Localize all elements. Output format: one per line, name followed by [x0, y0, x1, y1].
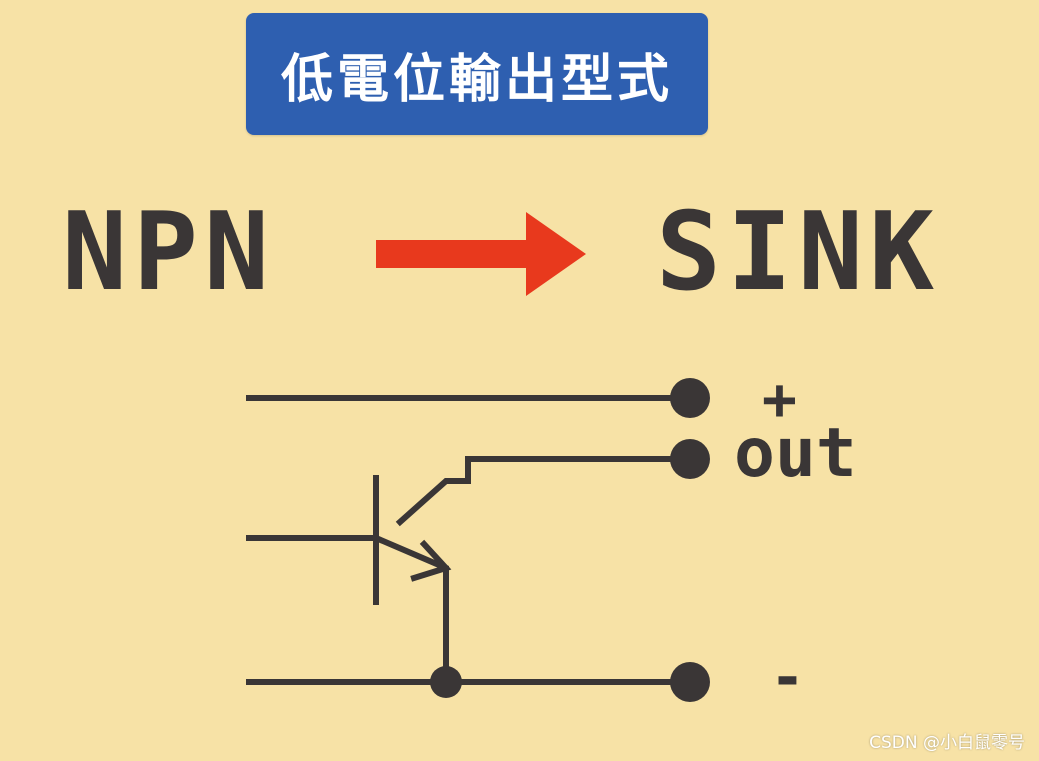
- junction-dot: [430, 666, 462, 698]
- right-arrow-icon: [376, 212, 586, 296]
- plus-terminal: [670, 378, 710, 418]
- emitter-arrow: [410, 539, 452, 582]
- npn-label: NPN: [62, 190, 276, 315]
- out-terminal: [670, 439, 710, 479]
- plus-label: +: [762, 365, 797, 433]
- title-text: 低電位輸出型式: [280, 49, 673, 110]
- watermark: CSDN @小白鼠零号: [869, 733, 1025, 753]
- out-wire: [395, 456, 693, 527]
- minus-label: -: [770, 643, 805, 711]
- sink-label: SINK: [656, 190, 941, 315]
- minus-terminal: [670, 662, 710, 702]
- title-badge: 低電位輸出型式: [246, 13, 708, 135]
- out-label: out: [734, 414, 857, 493]
- emitter-wire: [372, 534, 449, 685]
